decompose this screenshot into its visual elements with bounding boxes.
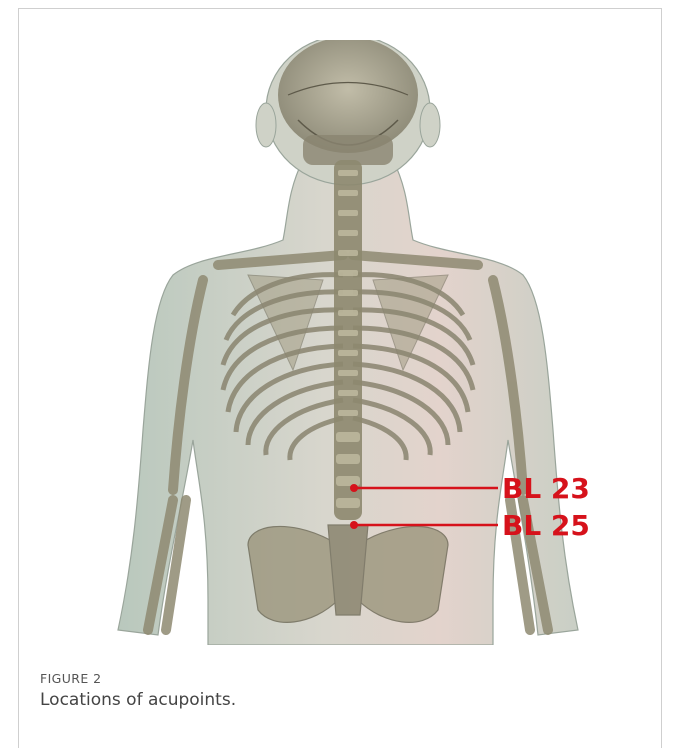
pelvis xyxy=(248,525,448,622)
acupoint-bl25-label: BL 25 xyxy=(502,509,590,542)
anatomy-illustration: BL 23 BL 25 xyxy=(98,40,598,645)
acupoint-bl23-label: BL 23 xyxy=(502,472,590,505)
figure-number: FIGURE 2 xyxy=(40,671,101,686)
figure-caption: Locations of acupoints. xyxy=(40,690,236,710)
skeleton-back-view: BL 23 BL 25 xyxy=(98,40,598,645)
spine xyxy=(334,160,362,520)
